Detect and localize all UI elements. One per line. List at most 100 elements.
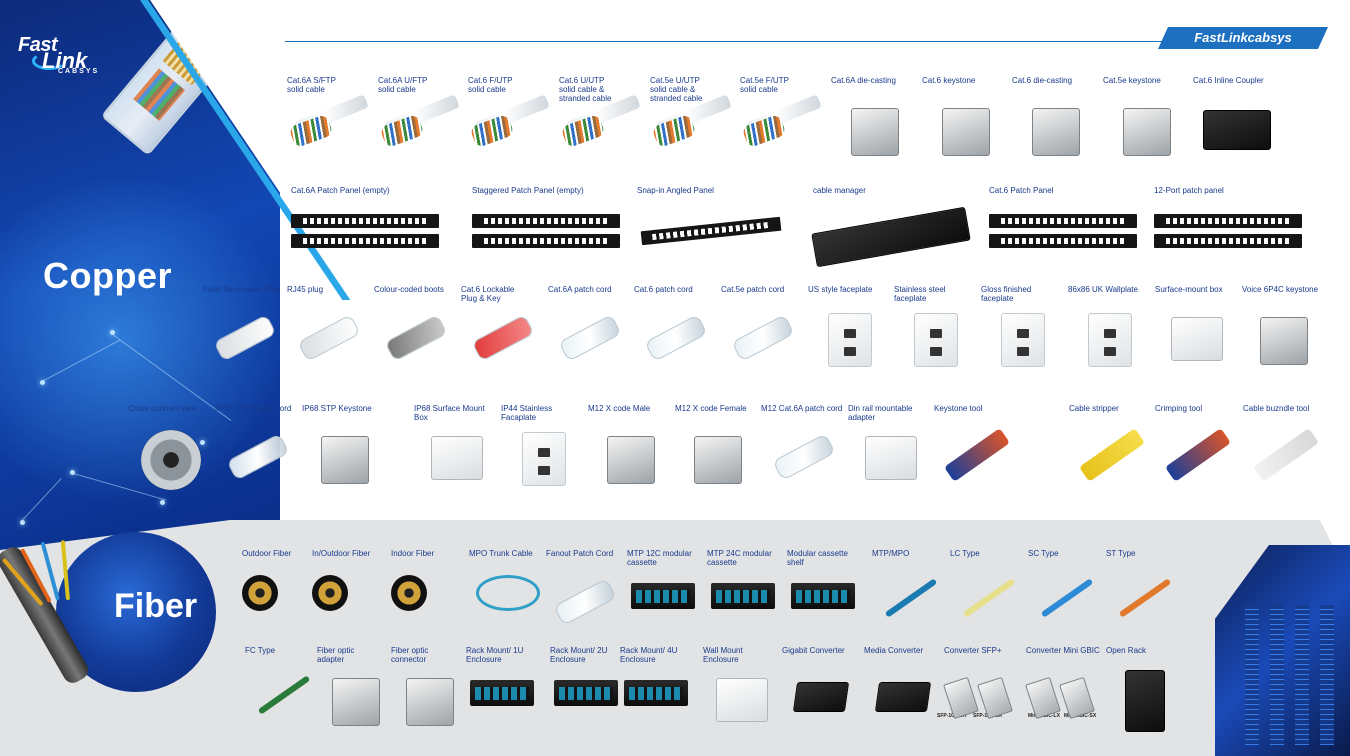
product-item[interactable]: Fiber optic connector (391, 646, 469, 726)
product-item[interactable]: Din rail mountable adapter (848, 404, 934, 500)
brand-tag[interactable]: FastLinkcabsys (1158, 27, 1328, 49)
plug-icon (287, 309, 371, 375)
bundle-tool-icon (1243, 428, 1329, 500)
product-item[interactable]: Cat.6A patch cord (548, 285, 632, 375)
product-item[interactable]: Cat.6A S/FTP solid cable (287, 76, 375, 166)
enclosure-icon (620, 670, 698, 722)
product-item[interactable]: Rack Mount/ 1U Enclosure (466, 646, 544, 722)
product-item[interactable]: IP68 Surface Mount Box (414, 404, 500, 500)
angled-panel-icon (637, 210, 797, 276)
brand-logo[interactable]: Fast Link CABSYS (18, 34, 108, 78)
product-item[interactable]: MTP 24C modular cassette (707, 549, 785, 619)
product-label: MPO Trunk Cable (469, 549, 533, 558)
product-label: Gigabit Converter (782, 646, 845, 655)
product-item[interactable]: Cat.5e keystone (1103, 76, 1191, 166)
product-item[interactable]: Open Rack (1106, 646, 1184, 732)
product-item[interactable]: Cat.6 Lockable Plug & Key (461, 285, 545, 375)
product-item[interactable]: ST Type (1106, 549, 1184, 619)
product-item[interactable]: Modular cassette shelf (787, 549, 865, 619)
product-item[interactable]: Gloss finished faceplate (981, 285, 1065, 375)
product-label: Cable buzndle tool (1243, 404, 1310, 413)
product-item[interactable]: Indoor Fiber (391, 549, 469, 619)
product-item[interactable]: Snap-in Angled Panel (637, 186, 797, 276)
product-item[interactable]: Fiber optic adapter (317, 646, 395, 726)
product-label: IP68 STP Patch Cord (215, 404, 292, 413)
product-label: Media Converter (864, 646, 924, 655)
product-item[interactable]: Cat.6 U/UTP solid cable & stranded cable (559, 76, 647, 166)
product-item[interactable]: Rack Mount/ 4U Enclosure (620, 646, 698, 722)
product-item[interactable]: Cat.6 Inline Coupler (1193, 76, 1281, 166)
product-item[interactable]: Wall Mount Enclosure (703, 646, 781, 722)
connector-icon (391, 670, 469, 726)
product-item[interactable]: Fanout Patch Cord (546, 549, 624, 626)
product-item[interactable]: Cat.6 F/UTP solid cable (468, 76, 556, 166)
product-item[interactable]: Rack Mount/ 2U Enclosure (550, 646, 628, 722)
product-item[interactable]: cable manager (811, 186, 973, 276)
product-item[interactable]: Field Terminated Plug (203, 285, 287, 375)
product-label: Keystone tool (934, 404, 983, 413)
product-item[interactable]: M12 Cat.6A patch cord (761, 404, 847, 500)
product-item[interactable]: Cat.5e U/UTP solid cable & stranded cabl… (650, 76, 738, 166)
stripper-icon (1069, 428, 1155, 500)
product-label: Fiber optic connector (391, 646, 429, 664)
patch-panel-icon (291, 210, 451, 276)
product-item[interactable]: IP44 Stainless Facaplate (501, 404, 587, 500)
product-item[interactable]: Cross connect wire (128, 404, 214, 500)
wall-enclosure-icon (703, 670, 781, 722)
product-item[interactable]: Staggered Patch Panel (empty) (472, 186, 632, 276)
product-item[interactable]: IP68 STP Patch Cord (215, 404, 301, 500)
patch-cord-icon (721, 309, 805, 375)
product-item[interactable]: IP68 STP Keystone (302, 404, 388, 500)
product-item[interactable]: 12-Port patch panel (1154, 186, 1314, 276)
product-item[interactable]: Cat.5e F/UTP solid cable (740, 76, 828, 166)
product-item[interactable]: Cat.6 patch cord (634, 285, 718, 375)
product-item[interactable]: FC Type (245, 646, 323, 722)
product-item[interactable]: MPO Trunk Cable (469, 549, 547, 619)
product-item[interactable]: M12 X code Male (588, 404, 674, 500)
product-item[interactable]: SC Type (1028, 549, 1106, 619)
product-item[interactable]: Cat.6 die-casting (1012, 76, 1100, 166)
product-label: Cat.6A S/FTP solid cable (287, 76, 336, 94)
lc-icon (950, 573, 1028, 619)
product-item[interactable]: Colour-coded boots (374, 285, 458, 375)
cable-icon (559, 94, 647, 166)
product-label: FC Type (245, 646, 276, 655)
product-item[interactable]: M12 X code Female (675, 404, 761, 500)
product-item[interactable]: 86x86 UK Wallplate (1068, 285, 1152, 375)
product-item[interactable]: Outdoor Fiber (242, 549, 320, 619)
product-item[interactable]: MTP 12C modular cassette (627, 549, 705, 619)
fiber-cable-icon (391, 573, 469, 619)
product-item[interactable]: RJ45 plug (287, 285, 371, 375)
product-item[interactable]: Cat.6 Patch Panel (989, 186, 1149, 276)
coupler-icon (1193, 100, 1281, 166)
crimper-icon (1155, 428, 1241, 500)
logo-sub-text: CABSYS (58, 68, 100, 75)
product-item[interactable]: In/Outdoor Fiber (312, 549, 390, 619)
keystone-icon (922, 100, 1010, 166)
product-item[interactable]: Cat.6A die-casting (831, 76, 919, 166)
product-item[interactable]: Cable stripper (1069, 404, 1155, 500)
product-item[interactable]: Cable buzndle tool (1243, 404, 1329, 500)
product-item[interactable]: Stainless steel faceplate (894, 285, 978, 375)
lock-plug-icon (461, 309, 545, 375)
product-item[interactable]: Cat.6A Patch Panel (empty) (291, 186, 451, 276)
product-item[interactable]: Cat.6 keystone (922, 76, 1010, 166)
st-icon (1106, 573, 1184, 619)
product-label: Gloss finished faceplate (981, 285, 1032, 303)
faceplate-icon (981, 309, 1065, 375)
product-item[interactable]: Keystone tool (934, 404, 1020, 500)
product-item[interactable]: Cat.6A U/FTP solid cable (378, 76, 466, 166)
product-item[interactable]: Converter Mini GBIC (1025, 646, 1104, 722)
product-item[interactable]: MTP/MPO (872, 549, 950, 619)
product-item[interactable]: Voice 6P4C keystone (1242, 285, 1326, 375)
product-item[interactable]: Cat.5e patch cord (721, 285, 805, 375)
product-item[interactable]: US style faceplate (808, 285, 892, 375)
product-item[interactable]: Surface-mount box (1155, 285, 1239, 375)
product-item[interactable]: Crimping tool (1155, 404, 1241, 500)
product-item[interactable]: LC Type (950, 549, 1028, 619)
product-item[interactable]: Media Converter (864, 646, 942, 722)
surface-box-icon (414, 428, 500, 500)
patch-cord-icon (546, 573, 624, 626)
product-item[interactable]: Converter SFP+ (943, 646, 1022, 722)
product-item[interactable]: Gigabit Converter (782, 646, 860, 722)
